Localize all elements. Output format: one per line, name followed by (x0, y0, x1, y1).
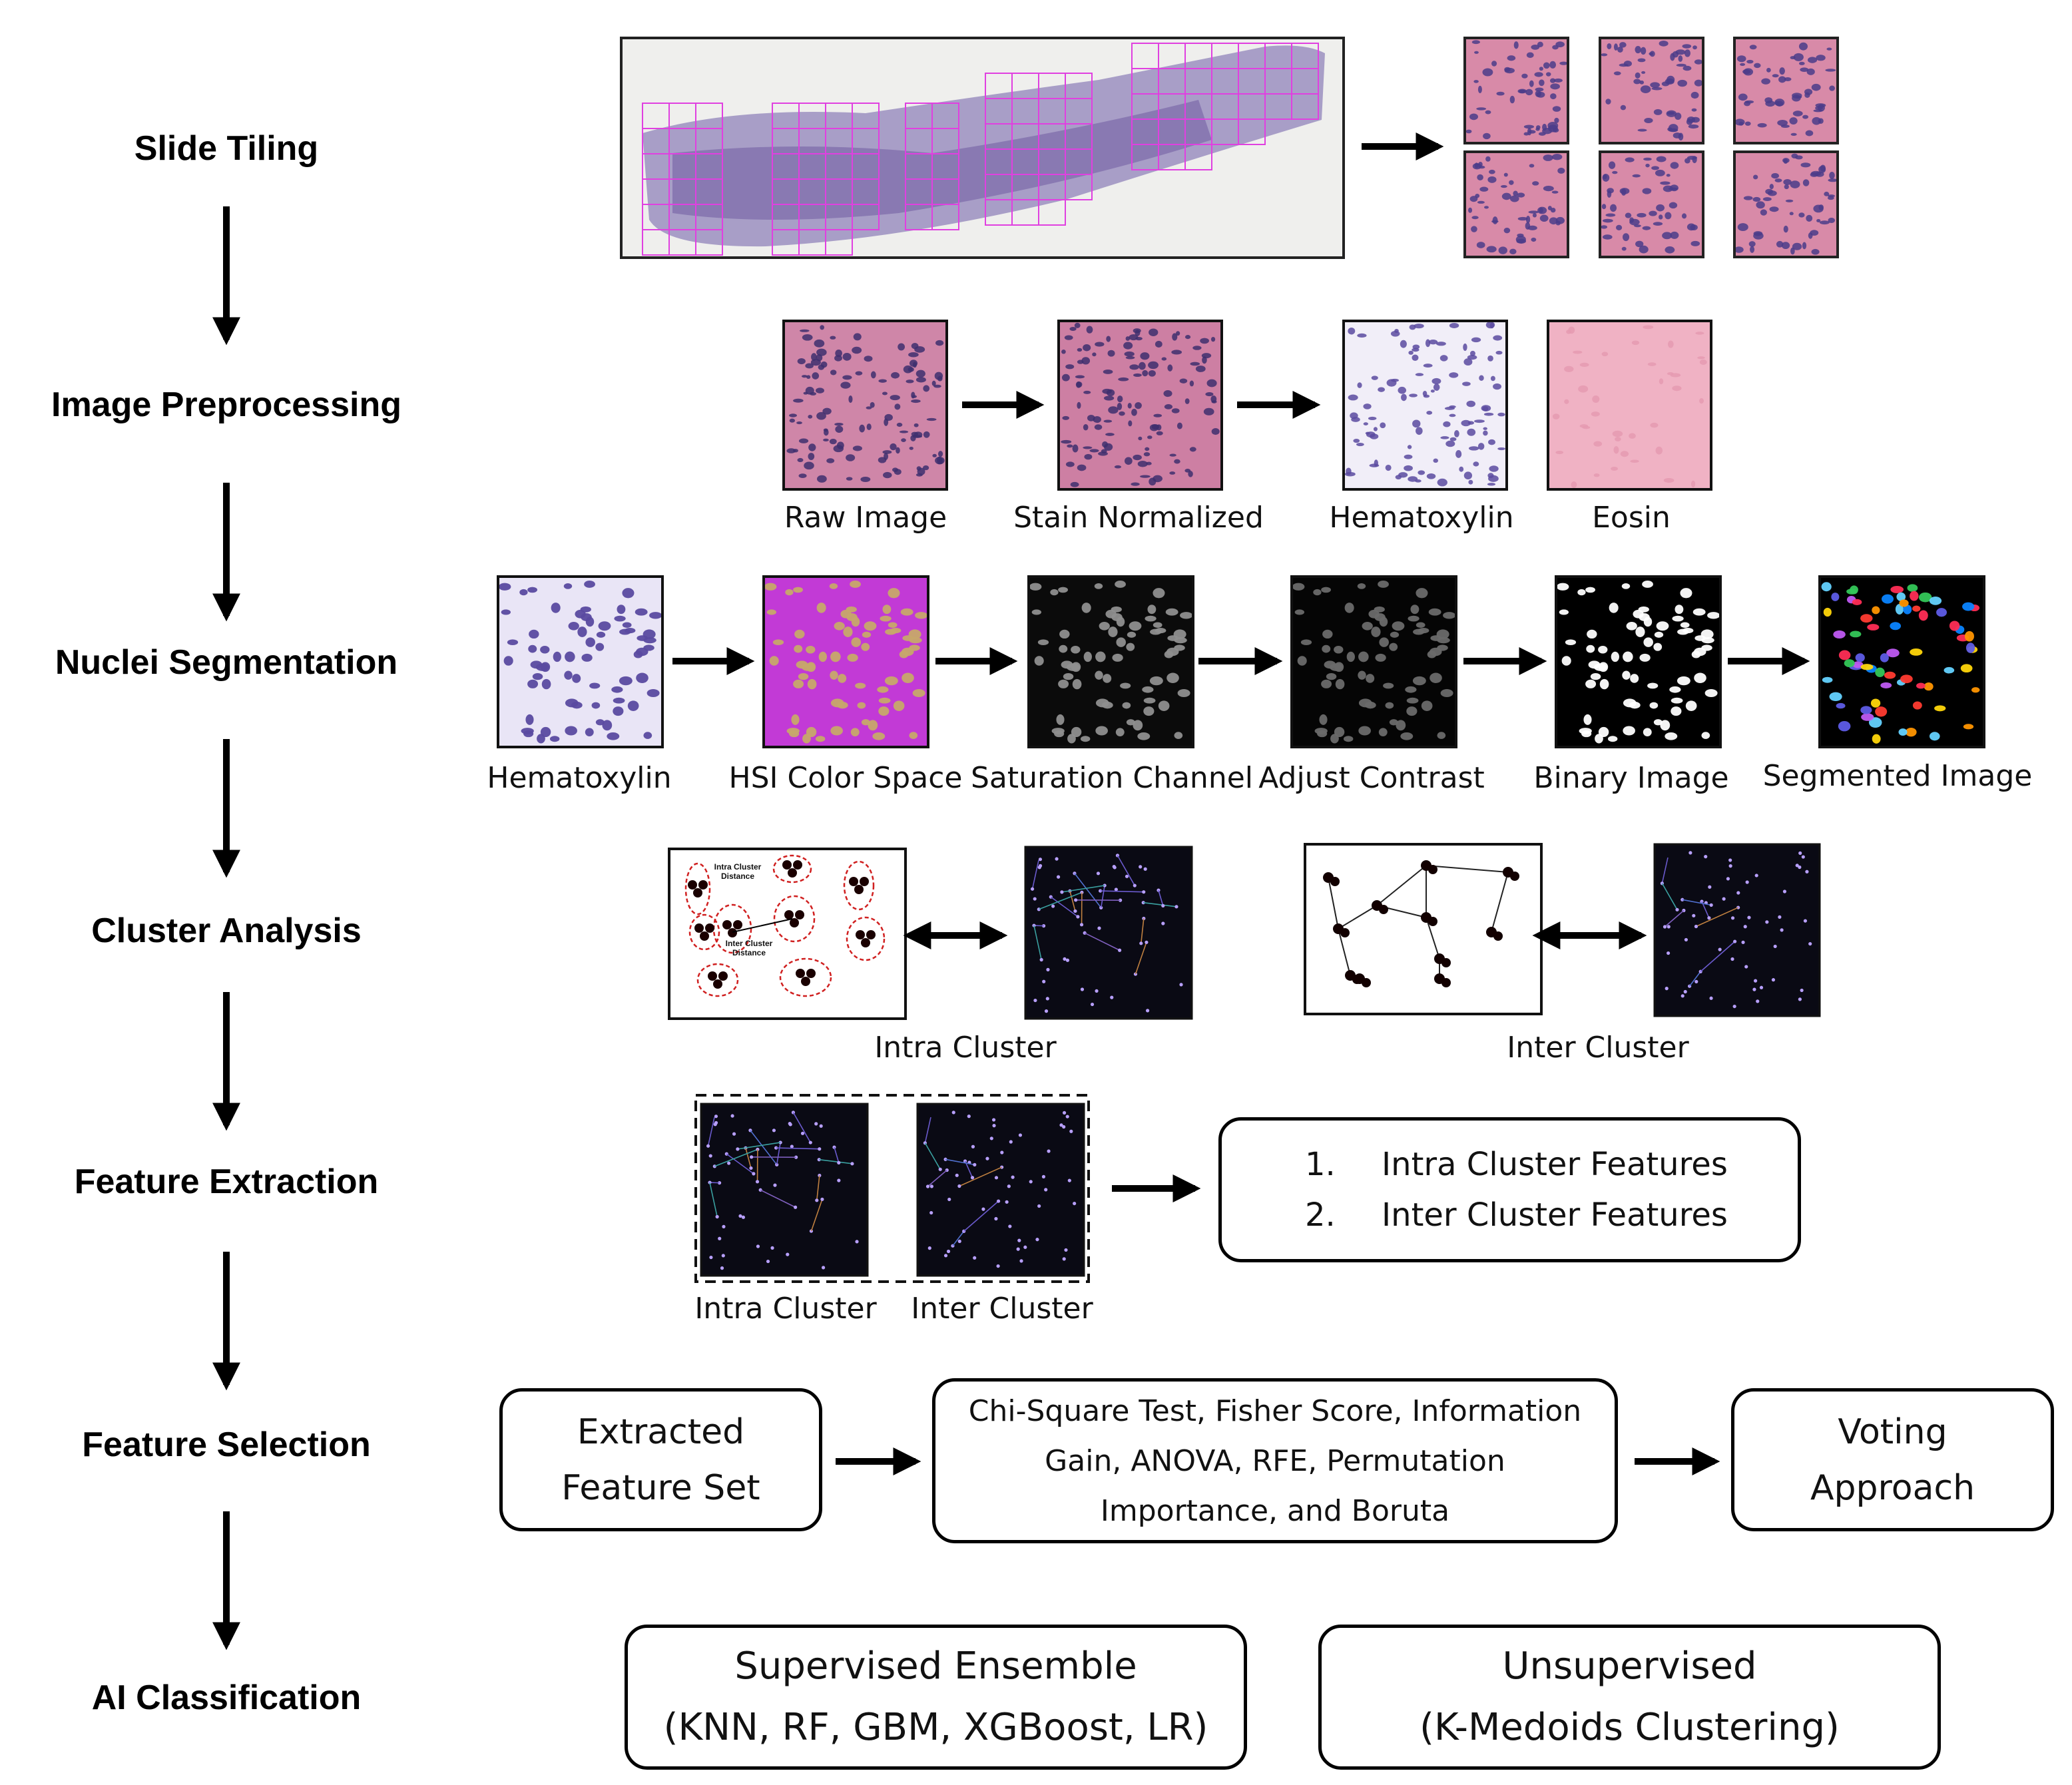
tile-patches (1463, 37, 1839, 258)
caption-intra-cluster: Intra Cluster (874, 1031, 1057, 1065)
step-label-feature-extraction: Feature Extraction (74, 1162, 379, 1201)
extraction-dashed-frame (694, 1094, 1090, 1283)
feature-item: 1.Intra Cluster Features (1305, 1146, 1728, 1183)
caption-adjust-contrast: Adjust Contrast (1258, 761, 1485, 795)
extracted-features-box: 1.Intra Cluster Features 2.Inter Cluster… (1218, 1117, 1801, 1262)
step-label-cluster-analysis: Cluster Analysis (91, 911, 362, 950)
extraction-graph-images (700, 1103, 1085, 1277)
caption-seg-hematoxylin: Hematoxylin (487, 761, 672, 795)
preprocessing-images (782, 320, 1712, 491)
caption-inter-cluster: Inter Cluster (1507, 1031, 1689, 1065)
selection-methods-box: Chi-Square Test, Fisher Score, Informati… (932, 1378, 1618, 1543)
caption-extraction-intra: Intra Cluster (694, 1292, 877, 1326)
caption-saturation-channel: Saturation Channel (971, 761, 1253, 795)
segmentation-images (497, 575, 1985, 748)
supervised-ensemble-box: Supervised Ensemble(KNN, RF, GBM, XGBoos… (625, 1625, 1247, 1770)
unsupervised-box: Unsupervised(K-Medoids Clustering) (1318, 1625, 1941, 1770)
step-label-slide-tiling: Slide Tiling (134, 129, 319, 168)
feature-list: 1.Intra Cluster Features 2.Inter Cluster… (1305, 1139, 1728, 1240)
caption-stain-normalized: Stain Normalized (1013, 501, 1264, 535)
schematic-intra-distance-label: Intra Cluster Distance (714, 862, 762, 881)
step-label-ai-classification: AI Classification (91, 1678, 362, 1717)
feature-item: 2.Inter Cluster Features (1305, 1196, 1728, 1234)
caption-hematoxylin: Hematoxylin (1329, 501, 1514, 535)
caption-hsi-color-space: HSI Color Space (728, 761, 963, 795)
caption-binary-image: Binary Image (1533, 761, 1729, 795)
caption-raw-image: Raw Image (784, 501, 947, 535)
inter-cluster-schematic (1304, 843, 1543, 1015)
schematic-inter-distance-label: Inter Cluster Distance (725, 939, 773, 957)
step-label-nuclei-segmentation: Nuclei Segmentation (55, 643, 398, 682)
inter-cluster-graph-image (1653, 843, 1821, 1017)
intra-cluster-graph-image (1024, 846, 1193, 1020)
caption-segmented-image: Segmented Image (1762, 759, 2033, 793)
whole-slide-image (620, 37, 1345, 259)
caption-eosin: Eosin (1592, 501, 1671, 535)
caption-extraction-inter: Inter Cluster (911, 1292, 1093, 1326)
step-label-feature-selection: Feature Selection (82, 1425, 371, 1464)
intra-cluster-schematic (668, 848, 907, 1020)
step-label-image-preprocessing: Image Preprocessing (51, 385, 401, 424)
